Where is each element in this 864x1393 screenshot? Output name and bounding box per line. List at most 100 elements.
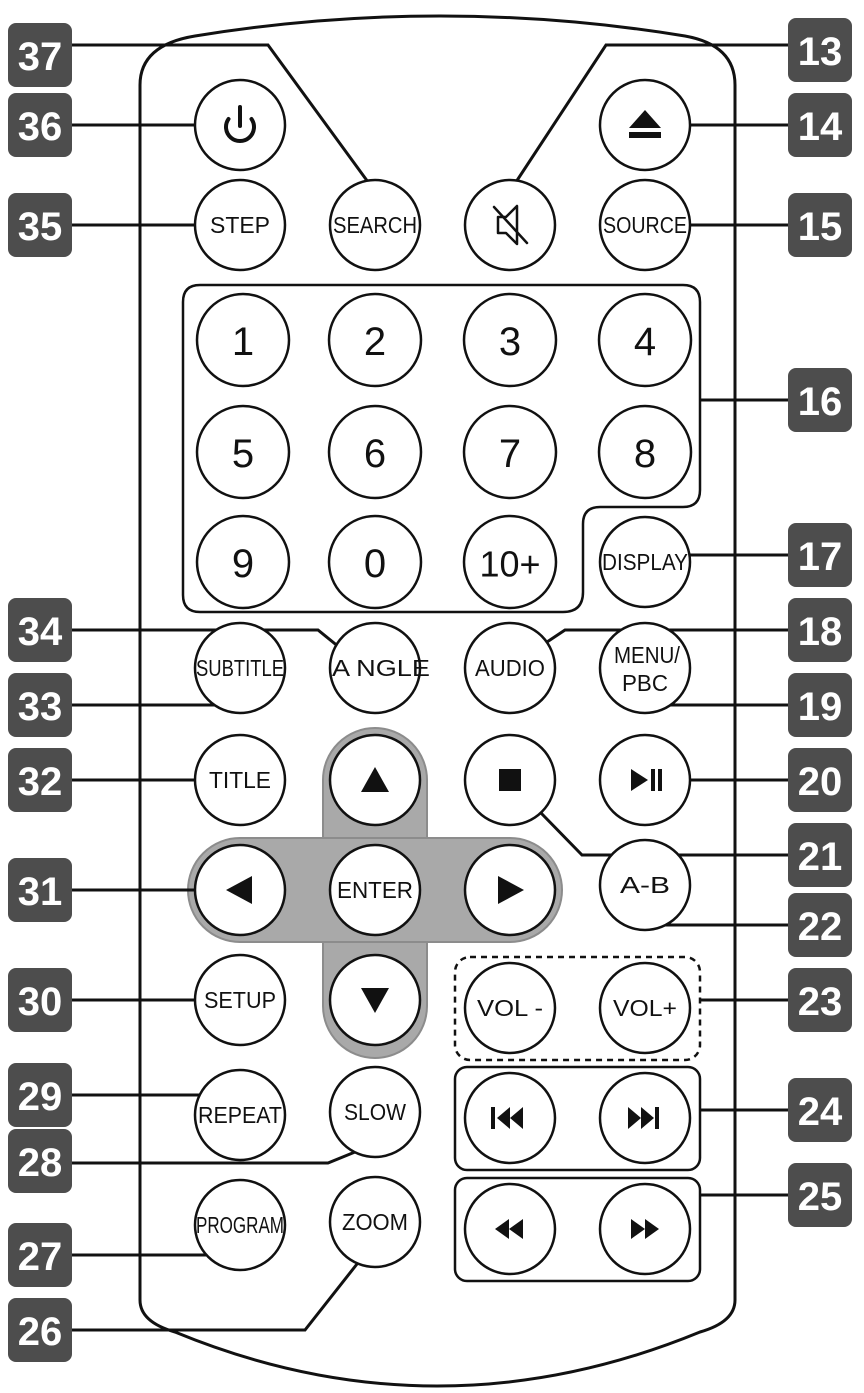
badge-box (8, 858, 72, 922)
button-outline (328, 1175, 422, 1269)
digit-label: 3 (499, 320, 521, 364)
eject-button (598, 78, 692, 172)
callout-badge: 32 (8, 748, 72, 812)
button-outline (463, 961, 557, 1055)
button-outline (195, 292, 291, 388)
eject-icon-bar (629, 132, 661, 138)
program-button: PROGRAM (193, 1178, 287, 1272)
left-arrow-icon (226, 876, 252, 904)
digit-label: 7 (499, 432, 521, 476)
skip-previous-icon-triangle (510, 1107, 523, 1129)
search-button: SEARCH (328, 178, 422, 272)
digit-label: 8 (634, 432, 656, 476)
mute-icon-speaker (496, 204, 519, 246)
stop-button (463, 733, 557, 827)
callout-number: 27 (18, 1235, 63, 1279)
rewind-icon-triangle (495, 1219, 509, 1239)
callout-badge: 36 (8, 93, 72, 157)
right-arrow-icon (498, 876, 524, 904)
subtitle-button: SUBTITLE (193, 621, 287, 715)
remote-body (138, 14, 737, 1388)
badge-box (8, 193, 72, 257)
leader-37 (72, 43, 370, 183)
play-pause-icon-bar (651, 769, 655, 791)
badge-box (8, 1129, 72, 1193)
callout-number: 26 (18, 1310, 63, 1354)
down-arrow-icon (361, 988, 389, 1013)
callout-number: 29 (18, 1075, 63, 1119)
power-button (193, 78, 287, 172)
callout-number: 30 (18, 980, 63, 1024)
ten-plus-label: 10+ (479, 544, 540, 585)
badge-box (8, 1223, 72, 1287)
zoom-label: ZOOM (342, 1209, 408, 1235)
callout-badge: 18 (788, 598, 852, 662)
callout-number: 20 (798, 760, 843, 804)
button-outline (193, 178, 287, 272)
button-outline (193, 953, 287, 1047)
play-pause-icon-bar (658, 769, 662, 791)
button-outline (598, 838, 692, 932)
skip-next-icon (628, 1107, 659, 1129)
button-outline (598, 961, 692, 1055)
callout-badge: 23 (788, 968, 852, 1032)
button-outline (463, 621, 557, 715)
badge-box (788, 673, 852, 737)
play-pause-icon-triangle (631, 769, 648, 791)
callout-number: 31 (18, 870, 63, 914)
stop-icon (499, 769, 521, 791)
callout-number: 24 (798, 1090, 843, 1134)
badge-box (788, 823, 852, 887)
fast-forward-icon-triangle (631, 1219, 645, 1239)
callout-badge: 29 (8, 1063, 72, 1127)
callout-badge: 21 (788, 823, 852, 887)
badge-box (788, 523, 852, 587)
fast-forward-button (598, 1182, 692, 1276)
digit-9-button: 9 (195, 514, 291, 610)
button-outline (598, 515, 692, 609)
program-label: PROGRAM (196, 1212, 284, 1238)
button-outline (195, 404, 291, 500)
step-button: STEP (193, 178, 287, 272)
callout-badge: 27 (8, 1223, 72, 1287)
button-outline (328, 1065, 422, 1159)
callout-badge: 37 (8, 23, 72, 87)
badge-box (788, 193, 852, 257)
badge-box (788, 1163, 852, 1227)
callout-badge: 13 (788, 18, 852, 82)
button-outline (193, 1178, 287, 1272)
display-button: DISPLAY (598, 515, 692, 609)
title-button: TITLE (193, 733, 287, 827)
callout-badge: 17 (788, 523, 852, 587)
callout-number: 21 (798, 835, 843, 879)
digit-label: 2 (364, 320, 386, 364)
callout-number: 18 (798, 610, 843, 654)
enter-button: ENTER (328, 843, 422, 937)
callout-number: 16 (798, 380, 843, 424)
callout-number: 35 (18, 205, 63, 249)
badge-box (788, 1078, 852, 1142)
display-label: DISPLAY (602, 549, 688, 575)
skip-group (453, 1065, 702, 1172)
skip-previous-button (463, 1071, 557, 1165)
callout-number: 37 (18, 35, 63, 79)
callout-badge: 28 (8, 1129, 72, 1193)
callout-badge: 24 (788, 1078, 852, 1142)
callout-badge: 16 (788, 368, 852, 432)
source-label: SOURCE (603, 212, 687, 238)
eject-icon (629, 110, 661, 138)
callout-badge: 33 (8, 673, 72, 737)
up-arrow-icon (361, 767, 389, 792)
down-button (328, 953, 422, 1047)
badge-box (788, 93, 852, 157)
digit-label: 4 (634, 320, 656, 364)
badge-box (788, 968, 852, 1032)
left-button (193, 843, 287, 937)
mute-icon-slash (492, 205, 529, 245)
digit-5-button: 5 (195, 404, 291, 500)
zoom-button: ZOOM (328, 1175, 422, 1269)
badge-box (8, 1298, 72, 1362)
source-button: SOURCE (598, 178, 692, 272)
scan-group (453, 1176, 702, 1283)
badge-box (8, 598, 72, 662)
